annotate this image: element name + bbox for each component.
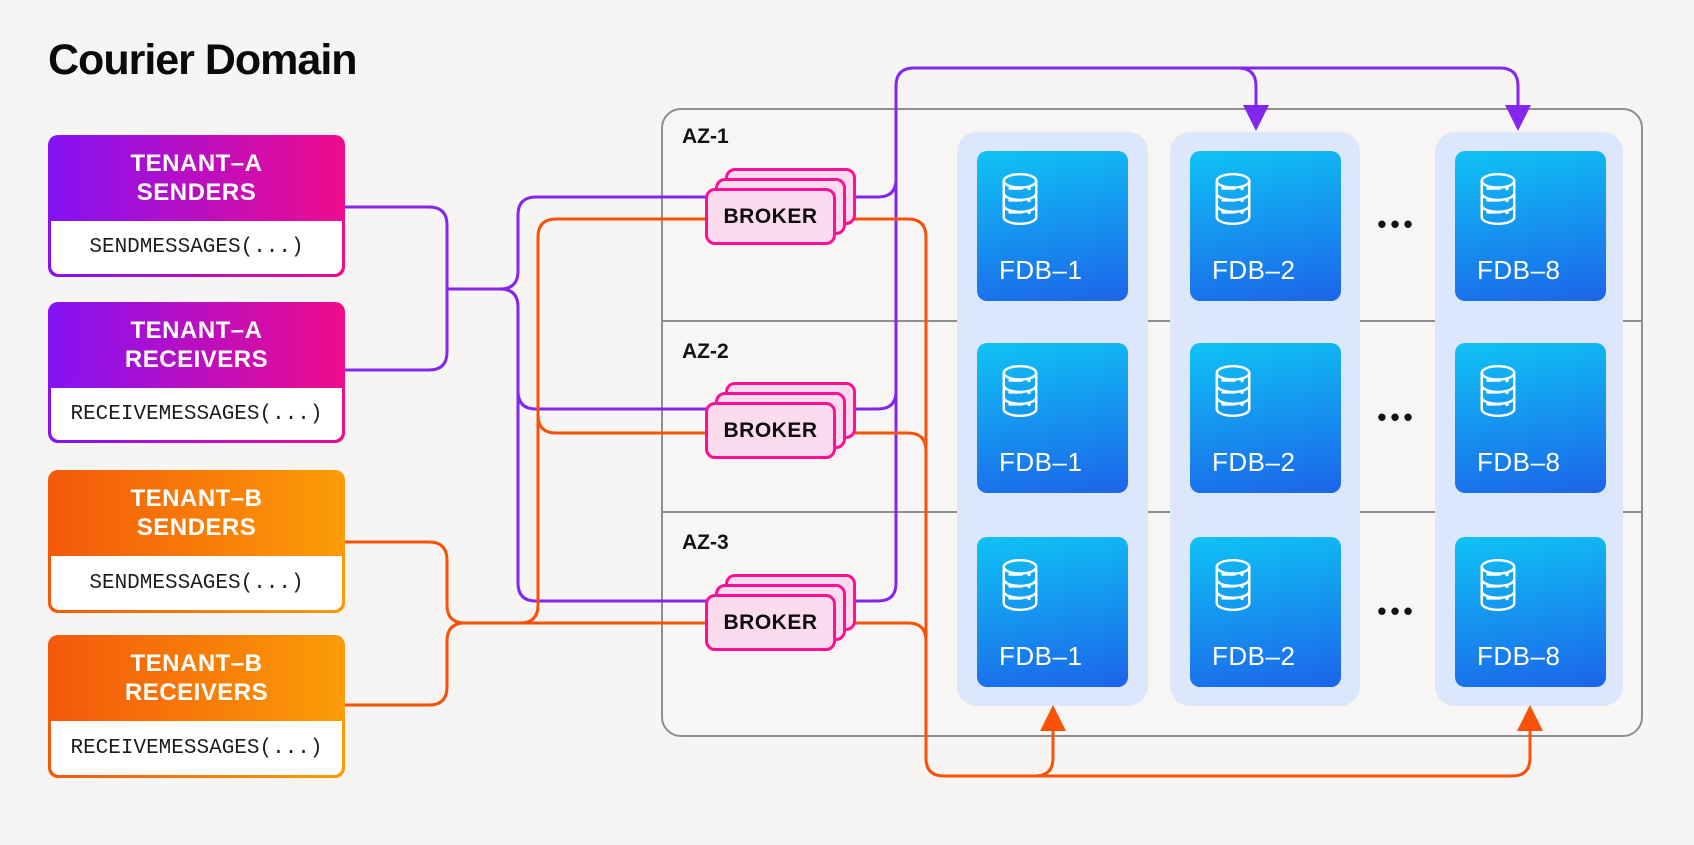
ellipsis-az2: ••• bbox=[1377, 402, 1417, 432]
broker-stack-az3: BROKER bbox=[705, 574, 856, 651]
tenant-a-receivers-header: TENANT–A RECEIVERS bbox=[48, 302, 345, 388]
fdb-tile-az1-2: FDB–2 bbox=[1190, 151, 1341, 301]
tenant-name-line2: SENDERS bbox=[136, 514, 257, 541]
az-3-label: AZ-3 bbox=[682, 531, 729, 554]
tenant-name-line1: TENANT–B bbox=[130, 650, 263, 677]
ellipsis-az3: ••• bbox=[1377, 596, 1417, 626]
tenant-b-senders-header: TENANT–B SENDERS bbox=[48, 470, 345, 556]
fdb-tile-az1-1: FDB–1 bbox=[977, 151, 1128, 301]
broker-stack-az1: BROKER bbox=[705, 168, 856, 245]
fdb-tile-az3-1: FDB–1 bbox=[977, 537, 1128, 687]
tenant-name-line1: TENANT–B bbox=[130, 485, 263, 512]
tenant-b-senders-box: TENANT–B SENDERS SENDMESSAGES(...) bbox=[48, 470, 345, 613]
tenant-a-senders-box: TENANT–A SENDERS SENDMESSAGES(...) bbox=[48, 135, 345, 277]
az-1-label: AZ-1 bbox=[682, 125, 729, 148]
fdb-label: FDB–8 bbox=[1477, 641, 1561, 671]
broker-label: BROKER bbox=[705, 188, 836, 245]
fdb-tile-az2-8: FDB–8 bbox=[1455, 343, 1606, 493]
tenant-name-line2: RECEIVERS bbox=[124, 346, 269, 373]
fdb-label: FDB–2 bbox=[1212, 447, 1296, 477]
tenant-name-line1: TENANT–A bbox=[130, 317, 263, 344]
database-icon bbox=[999, 172, 1041, 226]
database-icon bbox=[999, 364, 1041, 418]
fdb-tile-az2-2: FDB–2 bbox=[1190, 343, 1341, 493]
broker-label: BROKER bbox=[705, 402, 836, 459]
fdb-label: FDB–8 bbox=[1477, 255, 1561, 285]
database-icon bbox=[1477, 558, 1519, 612]
fdb-label: FDB–2 bbox=[1212, 641, 1296, 671]
fdb-label: FDB–2 bbox=[1212, 255, 1296, 285]
database-icon bbox=[999, 558, 1041, 612]
tenant-name-line1: TENANT–A bbox=[130, 150, 263, 177]
tenant-a-senders-header: TENANT–A SENDERS bbox=[48, 135, 345, 221]
fdb-tile-az3-8: FDB–8 bbox=[1455, 537, 1606, 687]
database-icon bbox=[1212, 172, 1254, 226]
page-title: Courier Domain bbox=[48, 36, 358, 84]
ellipsis-az1: ••• bbox=[1377, 209, 1417, 239]
fdb-label: FDB–1 bbox=[999, 641, 1083, 671]
database-icon bbox=[1477, 172, 1519, 226]
broker-stack-az2: BROKER bbox=[705, 382, 856, 459]
send-messages-method: SENDMESSAGES(...) bbox=[51, 556, 342, 610]
receive-messages-method: RECEIVEMESSAGES(...) bbox=[51, 721, 342, 775]
receive-messages-method: RECEIVEMESSAGES(...) bbox=[51, 388, 342, 440]
tenant-name-line2: SENDERS bbox=[136, 179, 257, 206]
database-icon bbox=[1477, 364, 1519, 418]
tenant-b-receivers-box: TENANT–B RECEIVERS RECEIVEMESSAGES(...) bbox=[48, 635, 345, 778]
fdb-label: FDB–1 bbox=[999, 447, 1083, 477]
tenant-a-receivers-box: TENANT–A RECEIVERS RECEIVEMESSAGES(...) bbox=[48, 302, 345, 443]
fdb-tile-az2-1: FDB–1 bbox=[977, 343, 1128, 493]
az-2-label: AZ-2 bbox=[682, 340, 729, 363]
fdb-tile-az3-2: FDB–2 bbox=[1190, 537, 1341, 687]
database-icon bbox=[1212, 364, 1254, 418]
fdb-label: FDB–8 bbox=[1477, 447, 1561, 477]
tenant-b-receivers-header: TENANT–B RECEIVERS bbox=[48, 635, 345, 721]
fdb-label: FDB–1 bbox=[999, 255, 1083, 285]
tenant-name-line2: RECEIVERS bbox=[124, 679, 269, 706]
send-messages-method: SENDMESSAGES(...) bbox=[51, 221, 342, 274]
fdb-tile-az1-8: FDB–8 bbox=[1455, 151, 1606, 301]
database-icon bbox=[1212, 558, 1254, 612]
broker-label: BROKER bbox=[705, 594, 836, 651]
